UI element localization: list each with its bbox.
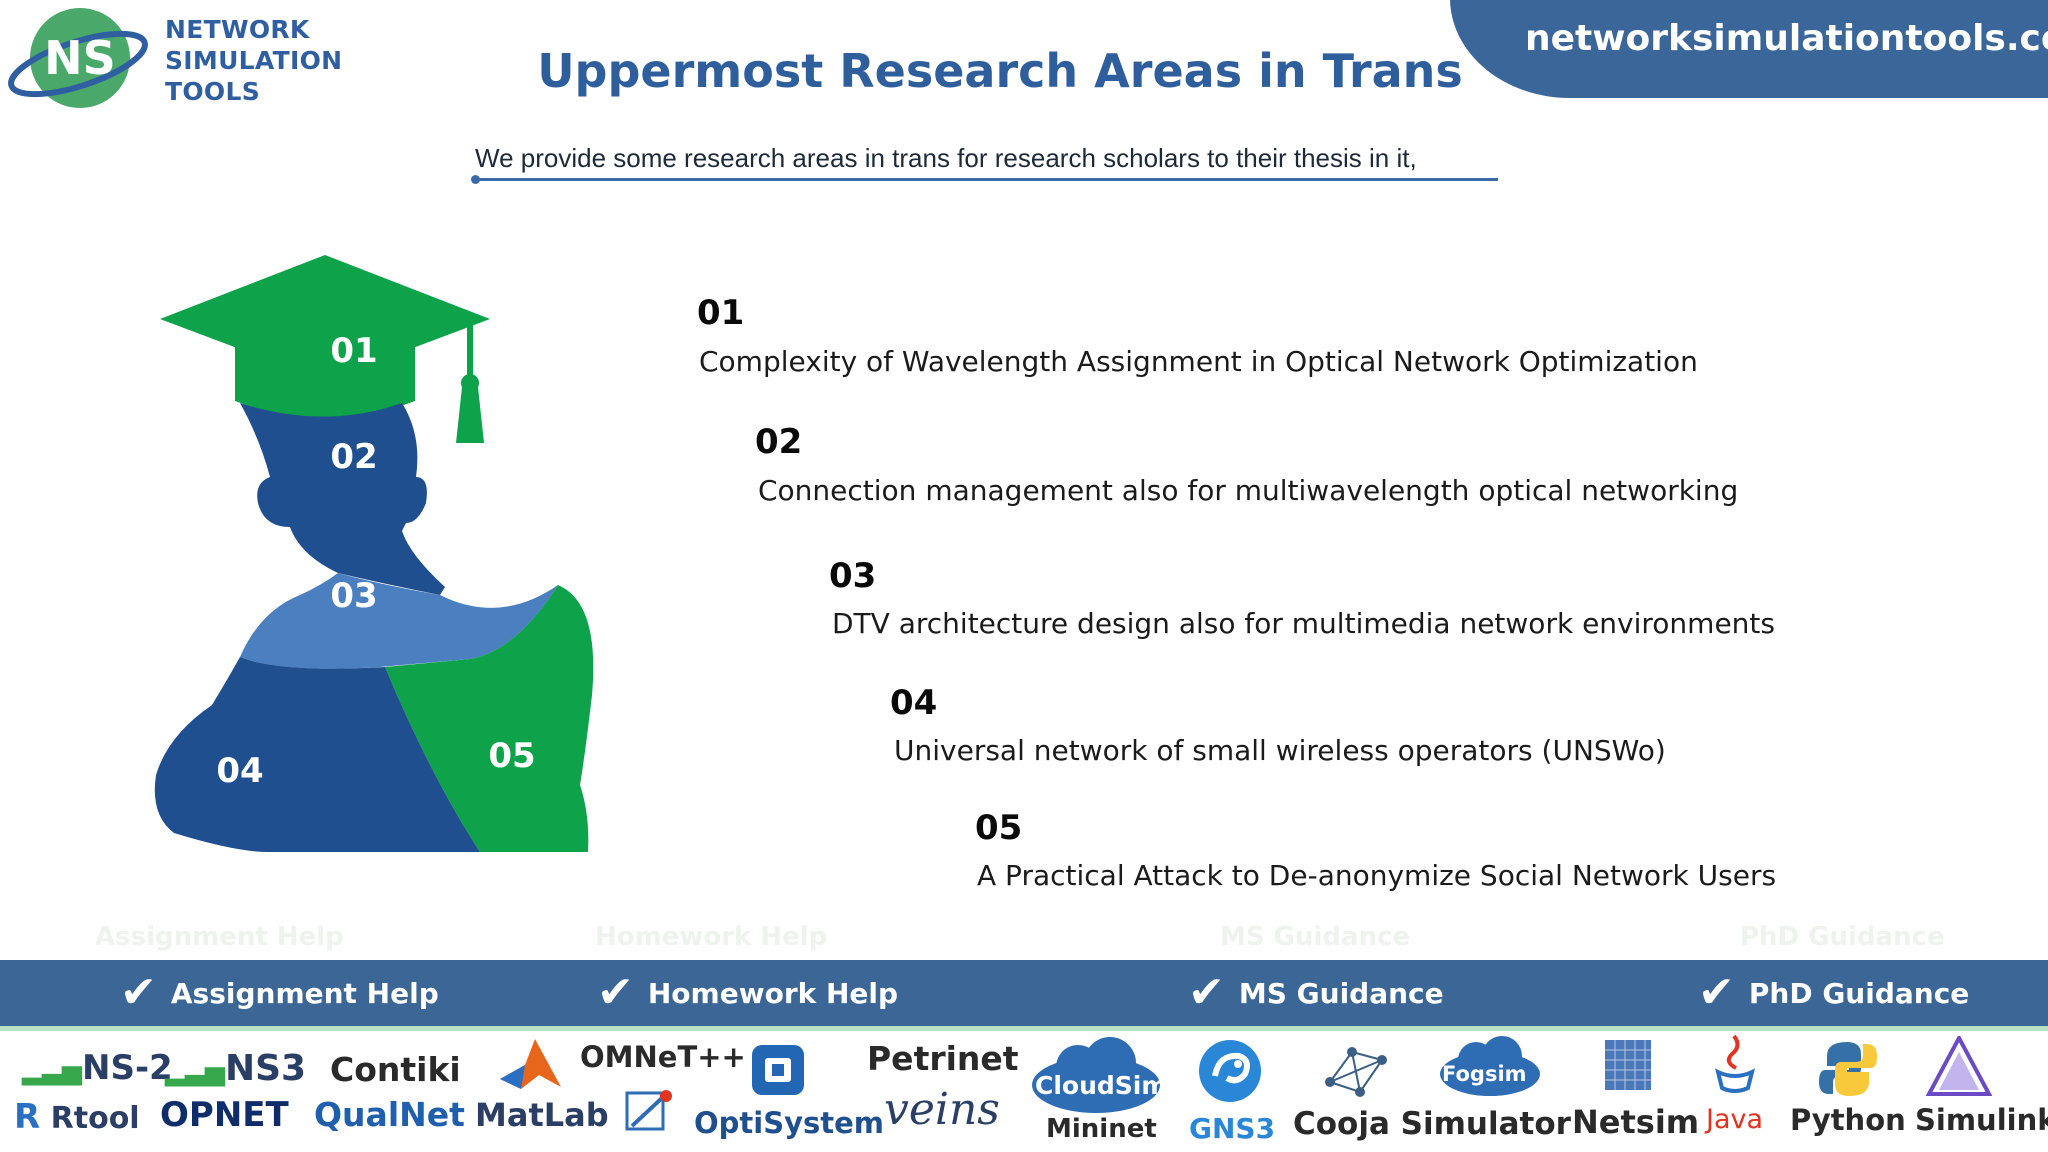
tassel-end	[456, 387, 484, 443]
item-01-number: 01	[697, 293, 745, 333]
logo-line-2: SIMULATION	[165, 46, 343, 75]
gns3-chameleon-icon	[1199, 1040, 1261, 1102]
tool-omnet[interactable]: OMNeT++	[580, 1040, 746, 1074]
tool-ns2[interactable]: ▂▃▅NS-2	[22, 1048, 173, 1088]
tool-petrinet[interactable]: Petrinet	[867, 1039, 1019, 1078]
banner-homework-help-label: Homework Help	[647, 976, 899, 1010]
simulink-icon	[1925, 1036, 1993, 1096]
tool-opnet[interactable]: OPNET	[160, 1095, 289, 1135]
banner-homework-help[interactable]: ✔ Homework Help	[597, 968, 898, 1018]
item-02-number: 02	[755, 422, 803, 462]
ns-logo-icon: NS	[8, 8, 148, 108]
ghost-text-4: PhD Guidance	[1740, 922, 1945, 952]
figure-label-05: 05	[488, 736, 535, 776]
site-url-tab	[1450, 0, 2048, 98]
tool-java[interactable]: Java	[1706, 1104, 1764, 1135]
page-subtitle: We provide some research areas in trans …	[475, 143, 1417, 173]
item-05-number: 05	[975, 808, 1023, 848]
figure-label-02: 02	[330, 437, 377, 477]
item-04-text: Universal network of small wireless oper…	[894, 734, 1666, 767]
figure-label-04: 04	[216, 751, 263, 791]
banner-assignment-help-label: Assignment Help	[170, 976, 439, 1010]
tool-gns3[interactable]: GNS3	[1189, 1112, 1276, 1145]
tool-simulink[interactable]: Simulink	[1915, 1103, 2048, 1137]
banner-assignment-help[interactable]: ✔ Assignment Help	[120, 968, 439, 1018]
cap-body	[235, 337, 415, 418]
tool-netsim[interactable]: Netsim	[1572, 1103, 1700, 1141]
figure-label-01: 01	[330, 331, 377, 371]
figure-head	[240, 403, 445, 595]
tool-veins[interactable]: veins	[884, 1084, 1000, 1135]
figure-body	[154, 657, 481, 852]
tool-mininet[interactable]: Mininet	[1046, 1114, 1157, 1144]
java-cup-icon	[1715, 1034, 1755, 1093]
tool-contiki[interactable]: Contiki	[330, 1050, 461, 1089]
tool-matlab[interactable]: MatLab	[475, 1096, 609, 1134]
ghost-text-1: Assignment Help	[95, 922, 344, 952]
service-banner-stripe	[0, 1026, 2048, 1031]
ghost-text-2: Homework Help	[595, 922, 828, 952]
tool-ns3[interactable]: ▂▃▅NS3	[165, 1048, 306, 1089]
optisystem-icon	[752, 1045, 804, 1095]
cooja-network-icon	[1325, 1047, 1387, 1097]
page-title: Uppermost Research Areas in Trans	[537, 44, 1463, 98]
r-logo-icon: R	[14, 1097, 41, 1137]
banner-ms-guidance[interactable]: ✔ MS Guidance	[1188, 968, 1444, 1018]
logo-line-3: TOOLS	[165, 77, 260, 106]
pen-tool-icon	[625, 1090, 672, 1131]
logo-wordmark: NETWORK SIMULATION TOOLS	[165, 14, 342, 107]
tool-cooja-simulator[interactable]: Cooja Simulator	[1293, 1106, 1571, 1142]
signal-bars-icon: ▂▃▅	[22, 1056, 82, 1086]
tool-ns2-label: NS-2	[82, 1048, 173, 1088]
check-icon: ✔	[1698, 967, 1735, 1018]
banner-phd-guidance[interactable]: ✔ PhD Guidance	[1698, 968, 1969, 1018]
tool-optisystem[interactable]: OptiSystem	[694, 1106, 885, 1140]
service-banner	[0, 960, 2048, 1026]
check-icon: ✔	[120, 967, 157, 1018]
logo-initials: NS	[44, 31, 116, 85]
check-icon: ✔	[597, 967, 634, 1018]
site-url-link[interactable]: networksimulationtools.com	[1525, 18, 2048, 59]
tool-cloudsim[interactable]: CloudSim	[1035, 1071, 1168, 1100]
item-03-text: DTV architecture design also for multime…	[832, 607, 1775, 640]
cloudsim-cloud-icon	[1032, 1037, 1160, 1113]
item-03-number: 03	[829, 556, 877, 596]
subtitle-underline	[475, 178, 1498, 181]
item-05-text: A Practical Attack to De-anonymize Socia…	[977, 859, 1777, 892]
ghost-text-3: MS Guidance	[1220, 922, 1411, 952]
item-02-text: Connection management also for multiwave…	[758, 474, 1739, 507]
tool-ns3-label: NS3	[225, 1048, 307, 1089]
banner-ms-guidance-label: MS Guidance	[1238, 976, 1444, 1010]
tool-python[interactable]: Python	[1790, 1103, 1906, 1137]
figure-shoulders	[240, 573, 558, 669]
tool-rtool[interactable]: R Rtool	[14, 1097, 140, 1137]
fogsim-cloud-icon	[1440, 1036, 1540, 1096]
figure-label-03: 03	[330, 576, 377, 616]
tool-fogsim[interactable]: Fogsim	[1442, 1062, 1527, 1086]
python-icon	[1819, 1042, 1877, 1096]
subtitle-underline-dot	[471, 175, 480, 184]
tool-rtool-label: Rtool	[50, 1101, 140, 1136]
check-icon: ✔	[1188, 967, 1225, 1018]
item-01-text: Complexity of Wavelength Assignment in O…	[699, 345, 1698, 378]
figure-right-arm	[385, 585, 594, 852]
graduate-figure-illustration: 01 02 03 04 05	[154, 255, 594, 852]
netsim-grid-icon	[1605, 1040, 1651, 1090]
tool-qualnet[interactable]: QualNet	[314, 1095, 465, 1134]
logo-line-1: NETWORK	[165, 15, 310, 44]
matlab-icon	[500, 1039, 561, 1089]
brand-logo[interactable]: NS NETWORK SIMULATION TOOLS	[8, 4, 342, 114]
signal-bars-icon: ▂▃▅	[165, 1057, 225, 1087]
item-04-number: 04	[890, 683, 938, 723]
banner-phd-guidance-label: PhD Guidance	[1748, 976, 1970, 1010]
